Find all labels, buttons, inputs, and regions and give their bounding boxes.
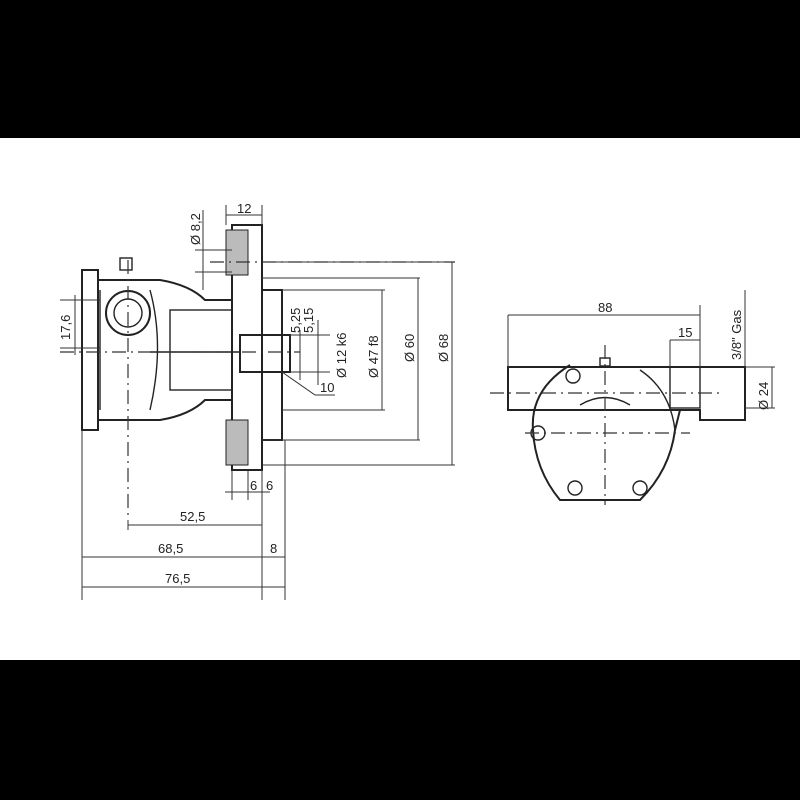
label-spigot-diameter: Ø 47 f8 [366,335,381,378]
label-flange-width: 12 [237,201,251,216]
cover-plate [81,269,99,431]
label-port-height: 17,6 [58,315,73,340]
front-view: 88 15 3/8" Gas Ø 24 [490,290,775,505]
label-flange-thickness-a: 6 [250,478,257,493]
label-spigot-length: 8 [270,541,277,556]
label-overall-length: 76,5 [165,571,190,586]
label-flange-diameter: Ø 68 [436,334,451,362]
label-thread: 3/8" Gas [729,309,744,360]
pump-cover [531,364,681,501]
label-bolt-circle-diameter: Ø 60 [402,334,417,362]
label-shaft-tol-lower: 5,15 [301,308,316,333]
spigot [261,289,283,441]
side-view: Ø 8,2 12 17,6 5,25 5,15 Ø 12 k6 Ø 47 f8 … [58,201,455,600]
label-port-length: 15 [678,325,692,340]
label-flange-thickness-b: 6 [266,478,273,493]
label-length-to-flange: 52,5 [180,509,205,524]
label-port-diameter: Ø 24 [756,382,771,410]
bolt-hole-bottom [225,419,249,466]
bolt-hole-top [225,229,249,276]
pump-body [98,279,232,421]
label-port-spacing: 88 [598,300,612,315]
screws [530,368,648,496]
label-shaft-diameter: Ø 12 k6 [334,332,349,378]
label-shaft-length: 10 [320,380,334,395]
label-flange-bolt-hole: Ø 8,2 [188,213,203,245]
bearing-housing [169,309,233,391]
label-body-length: 68,5 [158,541,183,556]
label-shaft-tol-upper: 5,25 [288,308,303,333]
